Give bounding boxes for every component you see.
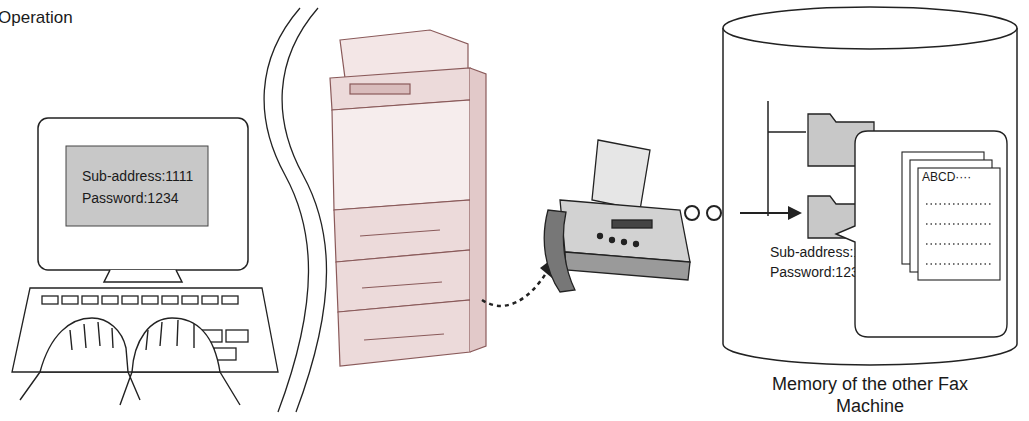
hands (132, 318, 220, 372)
hands (146, 320, 194, 350)
fax-machine (592, 140, 650, 210)
arrow-line (740, 212, 792, 214)
tree-line (768, 101, 806, 216)
fax-machine (544, 140, 690, 292)
node-text: Password:1234 (82, 190, 206, 207)
node-text: Memory of the other Fax Machine (770, 374, 970, 417)
cylinder-top (723, 7, 1017, 49)
computer-monitor (66, 146, 208, 226)
transmission-line (482, 270, 548, 306)
keyboard (12, 288, 278, 372)
keyboard (82, 296, 98, 304)
printer-copier (338, 300, 470, 366)
printer-copier (362, 282, 442, 288)
document-callout-outline (854, 130, 1008, 338)
text-dots (926, 243, 992, 245)
fax-machine (610, 238, 615, 243)
keyboard (62, 296, 78, 304)
fax-machine (598, 234, 603, 239)
transfer-dots (685, 206, 699, 220)
hands (40, 318, 128, 372)
hands (20, 372, 240, 405)
memory-cylinder: Memory of the other Fax MachineSub-addre… (722, 6, 1018, 418)
document-callout: ABCD···· (854, 130, 1008, 338)
arrow-head (788, 206, 802, 220)
fax-machine (612, 220, 652, 228)
keyboard (162, 296, 178, 304)
computer-monitor (66, 146, 208, 226)
keyboard (12, 288, 278, 372)
cylinder-body (723, 28, 1017, 365)
transfer-dots (707, 206, 721, 220)
printer-copier (330, 30, 486, 366)
fax-machine (622, 240, 627, 245)
keyboard (226, 330, 248, 342)
keyboard (102, 296, 118, 304)
node-text: ABCD···· (922, 170, 1006, 184)
fax-machine (634, 242, 639, 247)
document-page (918, 168, 1000, 280)
fax-machine (565, 252, 690, 280)
text-dots (926, 263, 992, 265)
transmission-line (482, 256, 556, 306)
node-text: Sub-address:1111 (82, 168, 206, 185)
computer-screen-outline (66, 146, 208, 226)
printer-copier (470, 68, 486, 352)
text-dots (926, 203, 992, 205)
keyboard (222, 296, 238, 304)
callout-bubble (836, 131, 1007, 337)
separator-waves (282, 8, 326, 412)
text-dots (926, 223, 992, 225)
keyboard (182, 296, 198, 304)
hands (20, 318, 240, 405)
computer-monitor (38, 118, 248, 282)
fax-machine (544, 210, 575, 292)
printer-copier (332, 100, 470, 210)
keyboard (42, 296, 58, 304)
computer-monitor (104, 270, 182, 282)
printer-copier (364, 334, 444, 340)
printer-copier (360, 230, 440, 236)
section-label: Operation (0, 8, 73, 28)
printer-copier (350, 84, 410, 94)
hands (70, 322, 113, 350)
computer-screen: Sub-address:1111Password:1234 (66, 146, 208, 226)
computer-monitor (38, 118, 248, 270)
keyboard (122, 296, 138, 304)
keyboard (202, 296, 218, 304)
keyboard (142, 296, 158, 304)
